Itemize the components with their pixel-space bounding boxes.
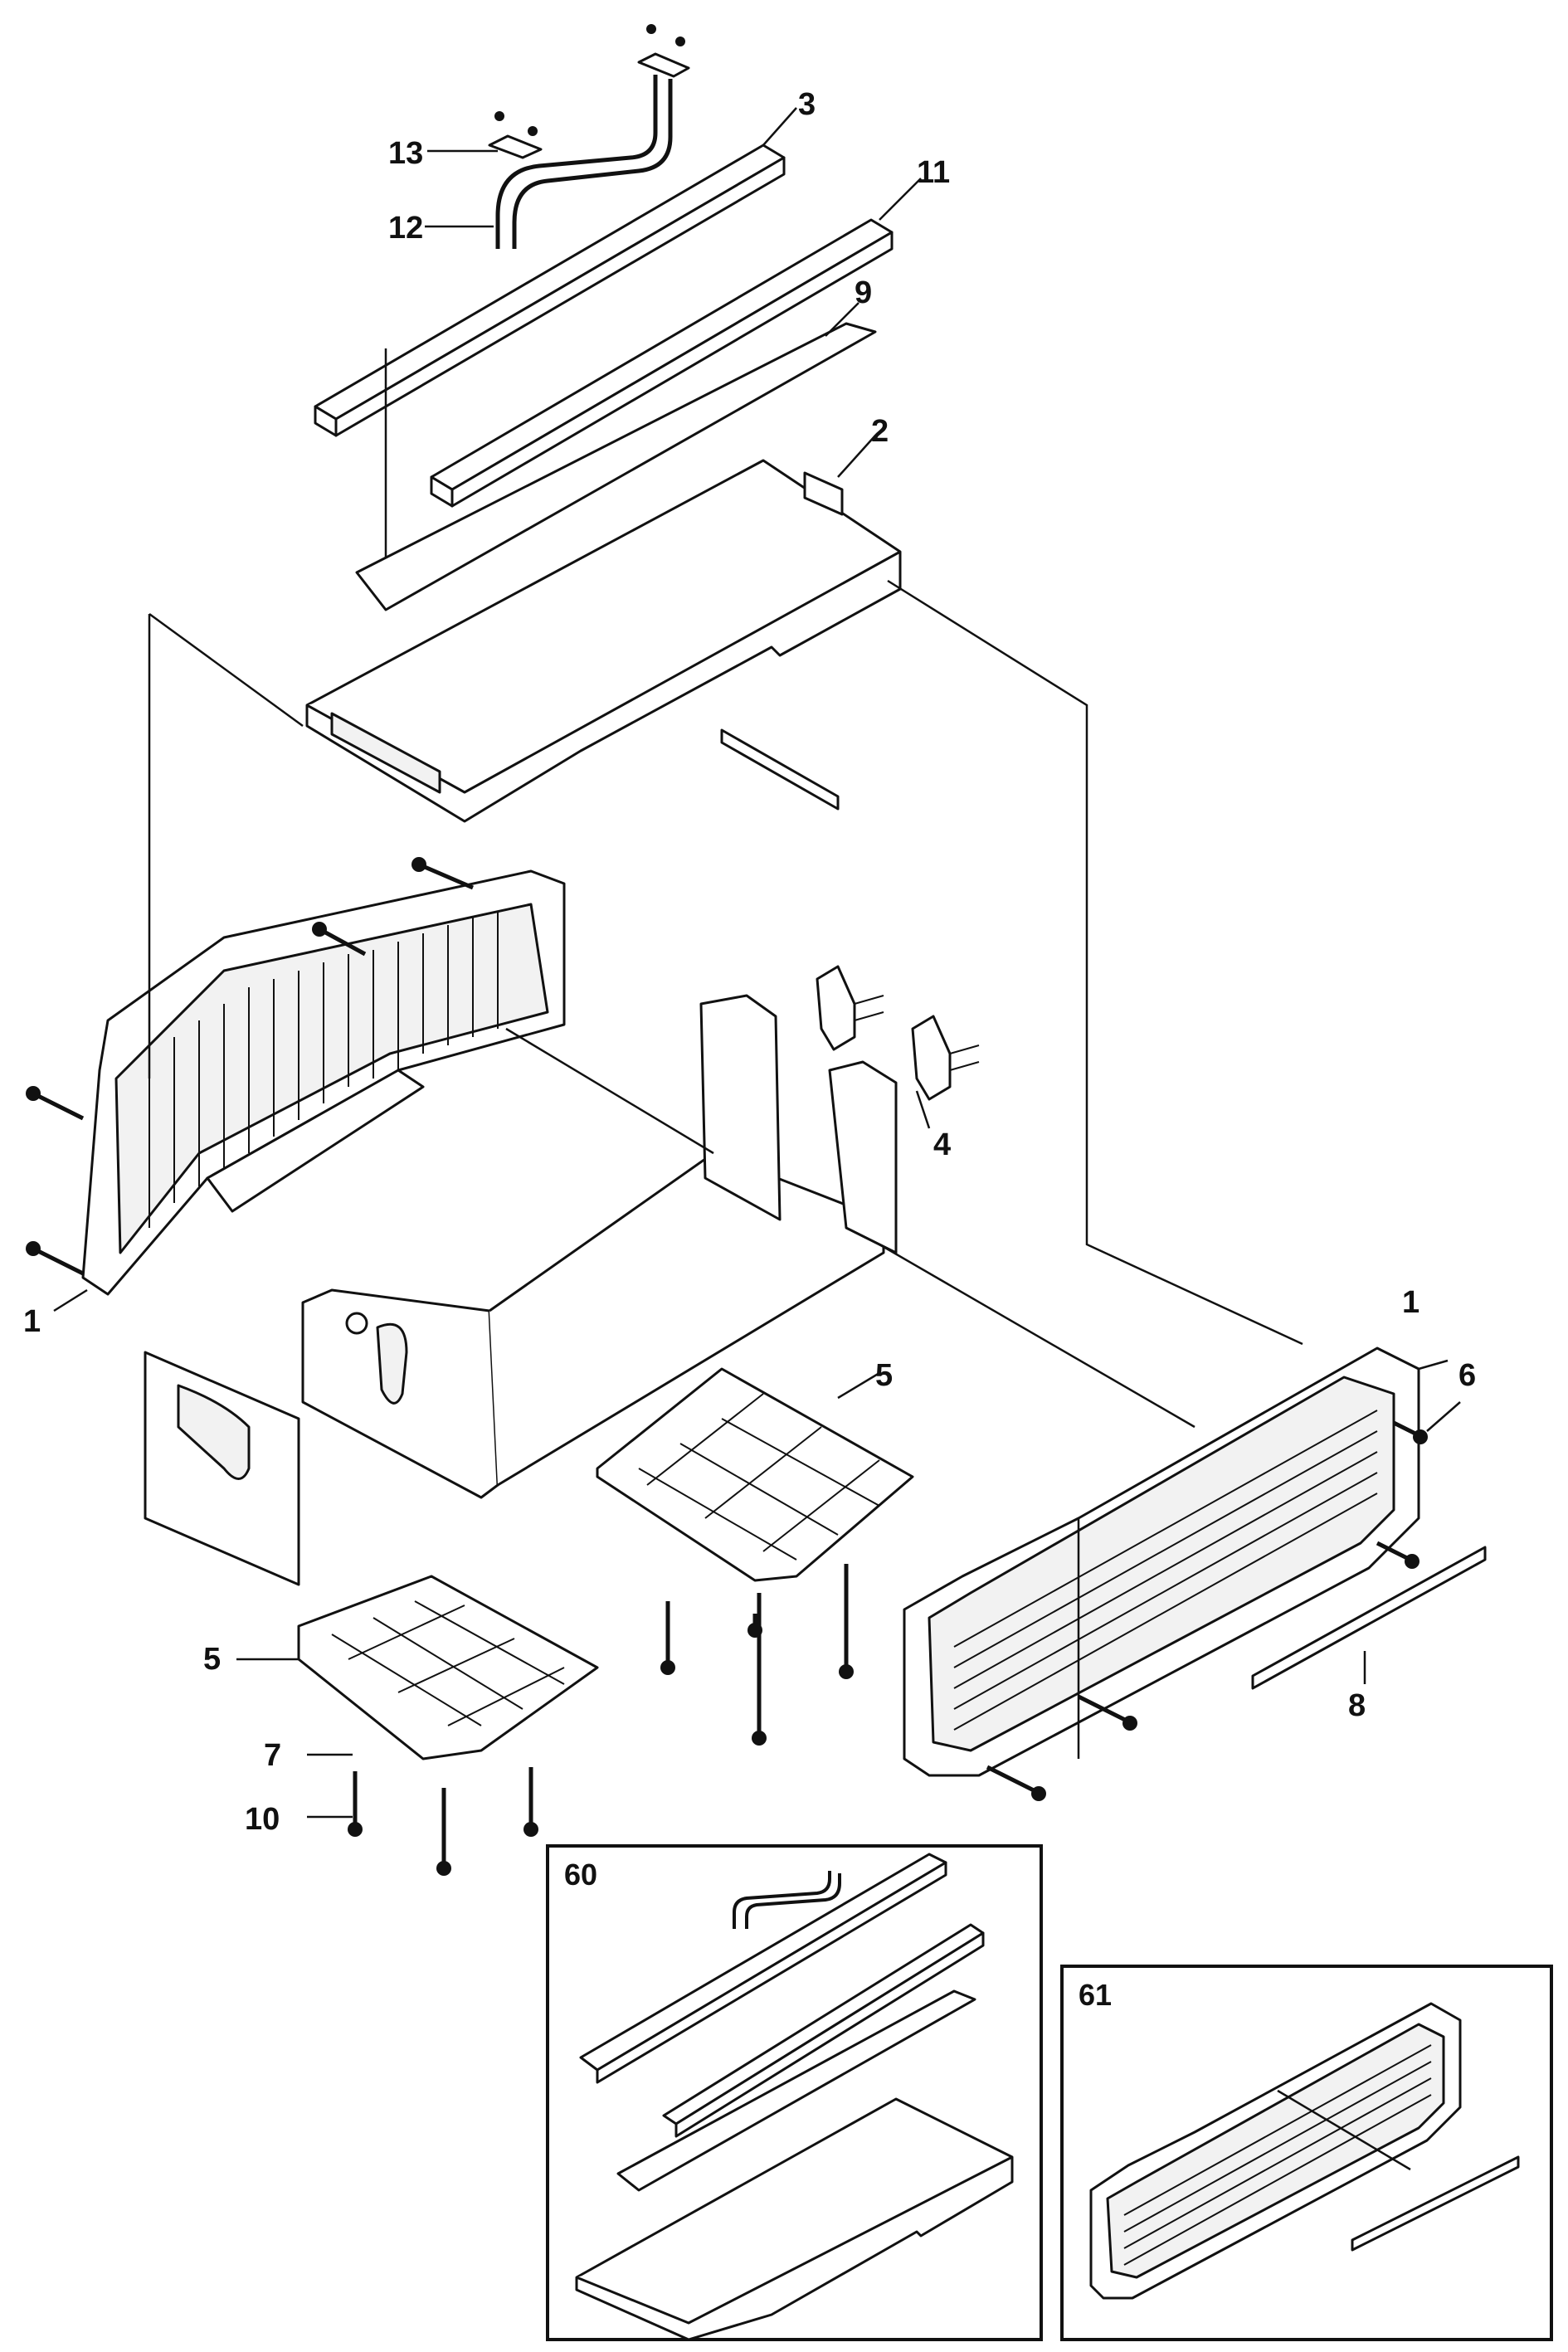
floor-tray-part-5-right [596,1367,914,1582]
callout-5-left: 5 [203,1642,221,1677]
callout-1-left: 1 [23,1304,41,1339]
floor-tray-part-5-left [297,1575,599,1760]
grille-panel-part-left [81,869,566,1296]
handle-part [495,75,673,249]
callout-7: 7 [264,1738,281,1773]
callout-9: 9 [855,275,872,310]
callout-12: 12 [388,211,423,246]
inset-frame-61: 61 [1060,1965,1553,2341]
inset-frame-60: 60 [546,1844,1043,2341]
callout-10: 10 [245,1802,280,1837]
top-plate-part-2 [305,459,902,823]
bolt-part [26,857,1428,1876]
callout-2: 2 [871,414,889,449]
callout-1-right: 1 [1402,1285,1419,1320]
callout-6: 6 [1458,1358,1476,1393]
pad-part-9 [355,322,877,611]
inset-label-61: 61 [1079,1978,1112,2012]
callout-5-right: 5 [875,1358,893,1393]
gasket-plate [144,1351,300,1586]
rail-part-11 [430,218,894,508]
strip-part-8 [1251,1546,1487,1690]
callout-11: 11 [917,155,950,190]
callout-4: 4 [933,1127,951,1162]
assembly-leader-lines [148,579,1303,1429]
callout-3: 3 [798,87,816,122]
grille-panel-part-right [903,1346,1420,1777]
callout-13: 13 [388,136,423,171]
callout-8: 8 [1348,1688,1366,1723]
inset-label-60: 60 [564,1858,597,1892]
callout-leaders [53,107,1461,1819]
chassis-frame [301,994,898,1499]
clip-part [488,24,690,159]
latch-part-4 [816,965,980,1101]
rail-part-3 [314,144,786,581]
